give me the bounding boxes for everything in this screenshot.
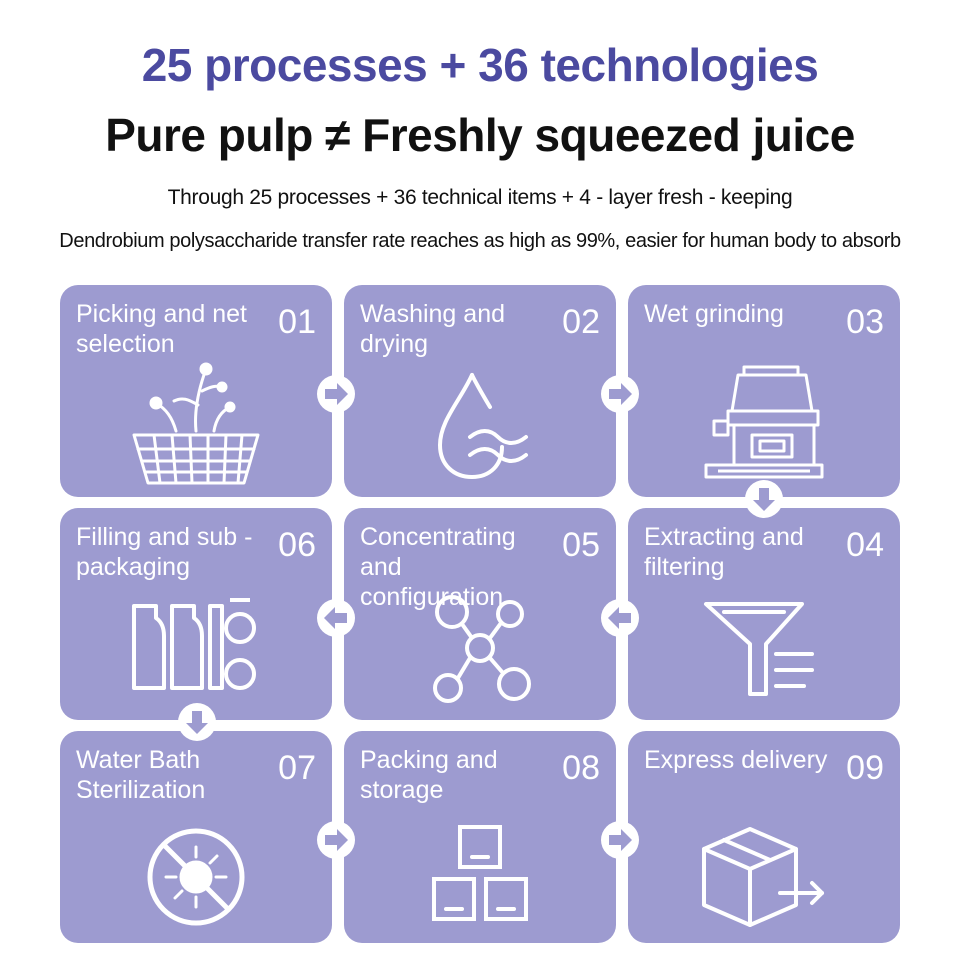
step-title: Packing and storage [360, 746, 498, 804]
step-number: 03 [846, 303, 884, 341]
no-virus-icon [126, 807, 266, 931]
water-drop-icon [410, 361, 550, 485]
step-title: Picking and net selection [76, 300, 247, 358]
delivery-box-icon [694, 807, 834, 931]
flow-arrow-down-03-04 [744, 479, 784, 519]
headline-primary: 25 processes + 36 technologies [141, 39, 819, 91]
step-title: Concentrating and configuration [360, 523, 516, 611]
step-card-01: Picking and net selection 01 [60, 285, 332, 497]
flow-arrow-left-05-06 [316, 598, 356, 638]
stacked-boxes-icon [410, 807, 550, 931]
subtitle-process-summary: Through 25 processes + 36 technical item… [167, 186, 793, 209]
step-number: 04 [846, 526, 884, 564]
grinder-machine-icon [694, 361, 834, 485]
flower-basket-icon [126, 361, 266, 485]
step-number: 02 [562, 303, 600, 341]
step-number: 05 [562, 526, 600, 564]
headline-secondary: Pure pulp ≠ Freshly squeezed juice [105, 109, 855, 161]
step-card-07: Water Bath Sterilization 07 [60, 731, 332, 943]
step-title: Express delivery [644, 746, 828, 774]
step-number: 01 [278, 303, 316, 341]
step-title: Extracting and filtering [644, 523, 804, 581]
flow-arrow-right-02-03 [600, 374, 640, 414]
step-card-08: Packing and storage 08 [344, 731, 616, 943]
flow-arrow-right-07-08 [316, 820, 356, 860]
flow-arrow-down-06-07 [177, 702, 217, 742]
step-title: Filling and sub - packaging [76, 523, 253, 581]
step-number: 08 [562, 749, 600, 787]
step-title: Wet grinding [644, 300, 784, 328]
step-number: 09 [846, 749, 884, 787]
step-card-09: Express delivery 09 [628, 731, 900, 943]
flow-arrow-left-04-05 [600, 598, 640, 638]
molecule-icon [410, 584, 550, 708]
flow-arrow-right-01-02 [316, 374, 356, 414]
step-card-04: Extracting and filtering 04 [628, 508, 900, 720]
step-card-03: Wet grinding 03 [628, 285, 900, 497]
bottles-icon [126, 584, 266, 708]
step-card-05: Concentrating and configuration 05 [344, 508, 616, 720]
step-title: Washing and drying [360, 300, 505, 358]
step-card-06: Filling and sub - packaging 06 [60, 508, 332, 720]
subtitle-absorption-rate: Dendrobium polysaccharide transfer rate … [59, 230, 901, 252]
step-number: 06 [278, 526, 316, 564]
funnel-icon [694, 584, 834, 708]
flow-arrow-right-08-09 [600, 820, 640, 860]
step-card-02: Washing and drying 02 [344, 285, 616, 497]
step-number: 07 [278, 749, 316, 787]
step-title: Water Bath Sterilization [76, 746, 206, 804]
